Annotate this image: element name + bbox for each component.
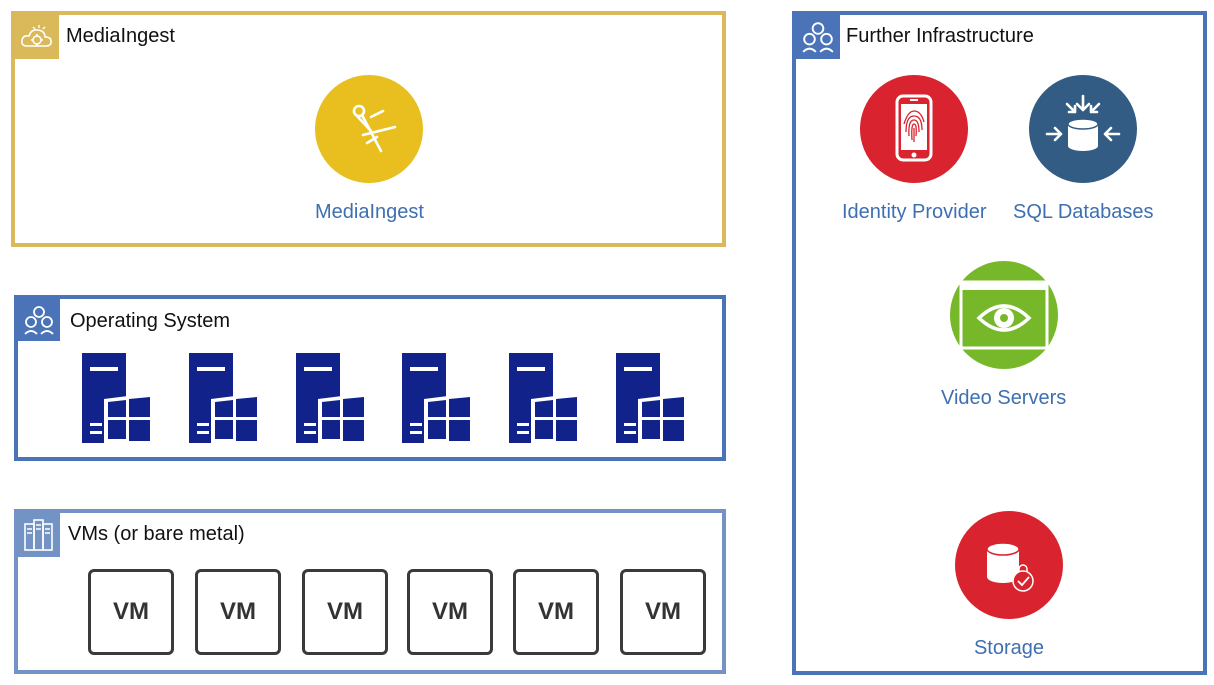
- vm-box[interactable]: VM: [620, 569, 706, 655]
- server-rack-icon: [18, 513, 60, 557]
- storage-node[interactable]: Storage: [955, 511, 1063, 660]
- identity-provider-label: Identity Provider: [842, 201, 987, 223]
- vm-box[interactable]: VM: [407, 569, 493, 655]
- windows-server-icon[interactable]: [402, 353, 474, 445]
- database-lock-icon: [955, 511, 1063, 619]
- vms-title: VMs (or bare metal): [68, 523, 245, 545]
- video-servers-node[interactable]: Video Servers: [941, 261, 1066, 410]
- eye-window-icon: [949, 261, 1058, 369]
- media-ingest-group: MediaIngest MediaIngest: [11, 11, 726, 247]
- operating-system-group: Operating System: [14, 295, 726, 461]
- sql-databases-node[interactable]: SQL Databases: [1013, 75, 1153, 224]
- identity-provider-node[interactable]: Identity Provider: [842, 75, 987, 224]
- windows-server-icon[interactable]: [509, 353, 581, 445]
- vms-group: VMs (or bare metal) VM VM VM VM VM VM: [14, 509, 726, 674]
- database-arrows-icon: [1029, 75, 1138, 183]
- group-icon: [18, 299, 60, 341]
- windows-server-icon[interactable]: [616, 353, 688, 445]
- vm-box[interactable]: VM: [88, 569, 174, 655]
- media-ingest-title: MediaIngest: [66, 25, 175, 47]
- vm-box[interactable]: VM: [513, 569, 599, 655]
- further-infrastructure-title: Further Infrastructure: [846, 25, 1034, 47]
- media-ingest-label: MediaIngest: [315, 201, 424, 223]
- group-icon: [796, 15, 840, 59]
- windows-server-icon[interactable]: [296, 353, 368, 445]
- server-list: [82, 353, 692, 445]
- windows-server-icon[interactable]: [82, 353, 154, 445]
- operating-system-title: Operating System: [70, 310, 231, 332]
- vm-box[interactable]: VM: [302, 569, 388, 655]
- fingerprint-phone-icon: [860, 75, 969, 183]
- video-servers-label: Video Servers: [941, 387, 1067, 409]
- vm-box[interactable]: VM: [195, 569, 281, 655]
- sql-databases-label: SQL Databases: [1013, 201, 1154, 223]
- further-infrastructure-group: Further Infrastructure Identity Provider: [792, 11, 1207, 675]
- storage-label: Storage: [973, 637, 1045, 659]
- cloud-gear-icon: [15, 15, 59, 59]
- media-ingest-node[interactable]: MediaIngest: [315, 75, 424, 224]
- windows-server-icon[interactable]: [189, 353, 261, 445]
- compass-icon: [315, 75, 424, 183]
